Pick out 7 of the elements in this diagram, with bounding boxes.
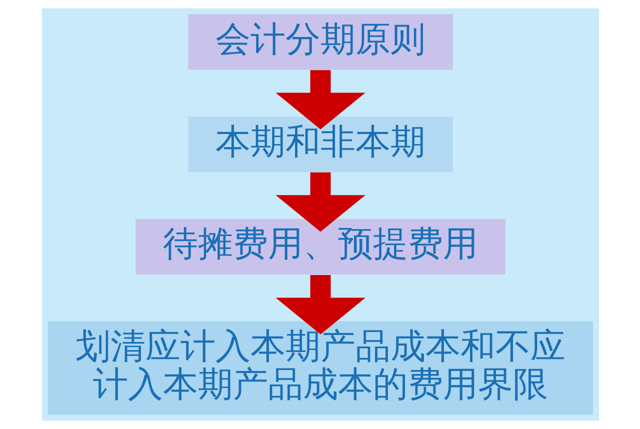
node-box: 会计分期原则 (188, 14, 452, 70)
node-box: 划清应计入本期产品成本和不应计入本期产品成本的费用界限 (47, 321, 593, 415)
arrow (275, 70, 365, 130)
node-box: 本期和非本期 (188, 116, 452, 172)
node-box: 待摊费用、预提费用 (135, 218, 505, 274)
arrow (275, 275, 365, 334)
arrow (275, 172, 365, 232)
